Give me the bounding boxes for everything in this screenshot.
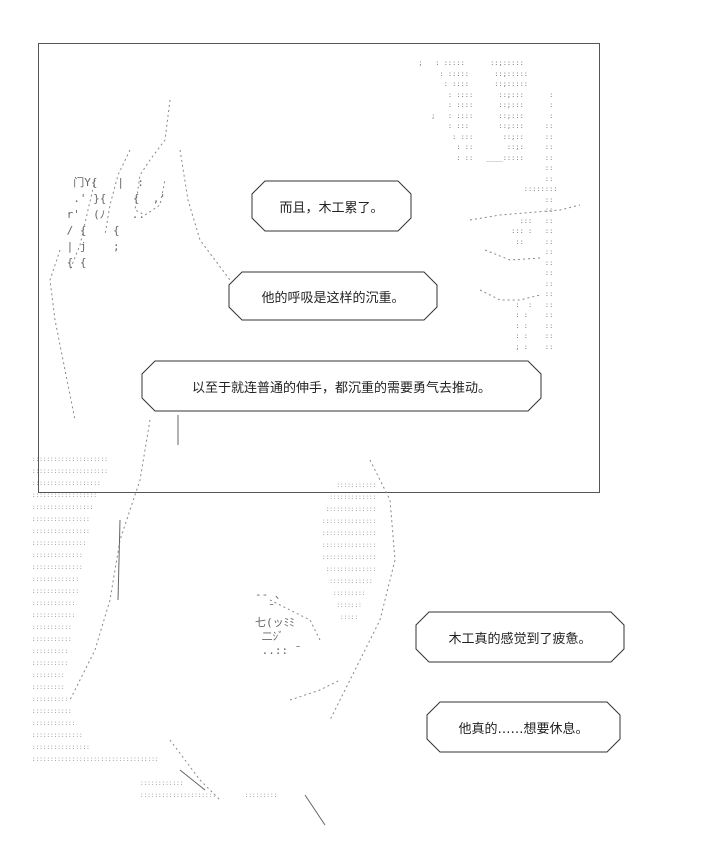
dialogue-bubble-3: 以至于就连普通的伸手，都沉重的需要勇气去推动。	[141, 360, 542, 412]
shading-right-column: ; : ::::: ::;::::: : ::::: ::;::::: : ::…	[418, 59, 558, 351]
dialogue-bubble-2: 他的呼吸是这样的沉重。	[228, 271, 438, 321]
dialogue-text-1: 而且，木工累了。	[279, 200, 384, 216]
dialogue-bubble-5: 他真的……想要休息。	[426, 701, 621, 753]
shading-left: ::::::::::::::::::::: ::::::::::::::::::…	[32, 456, 159, 763]
dialogue-text-3: 以至于就连普通的伸手，都沉重的需要勇气去推动。	[191, 380, 491, 396]
ascii-fragment-hand: 门Y{ | : .' }{ { ,' r' (ﾉ .. / { { | j ; …	[66, 176, 166, 269]
dialogue-text-5: 他真的……想要休息。	[458, 721, 589, 737]
dialogue-bubble-4: 木工真的感觉到了疲惫。	[415, 611, 625, 663]
shading-bottom: :::::::::::: ::::::::::::::::::::: :::::…	[140, 780, 278, 799]
dialogue-bubble-1: 而且，木工累了。	[251, 180, 412, 232]
shading-center-right: ::::::::::: ::::::::::::: ::::::::::::::…	[322, 482, 377, 621]
panel-frame	[38, 43, 600, 493]
dialogue-text-4: 木工真的感觉到了疲惫。	[448, 631, 592, 647]
ascii-fragment-face: -- 、 ̄ 七(ッﾐﾐ 二ｼﾞ ..:: ̄	[255, 588, 295, 657]
dialogue-text-2: 他的呼吸是这样的沉重。	[261, 290, 405, 306]
